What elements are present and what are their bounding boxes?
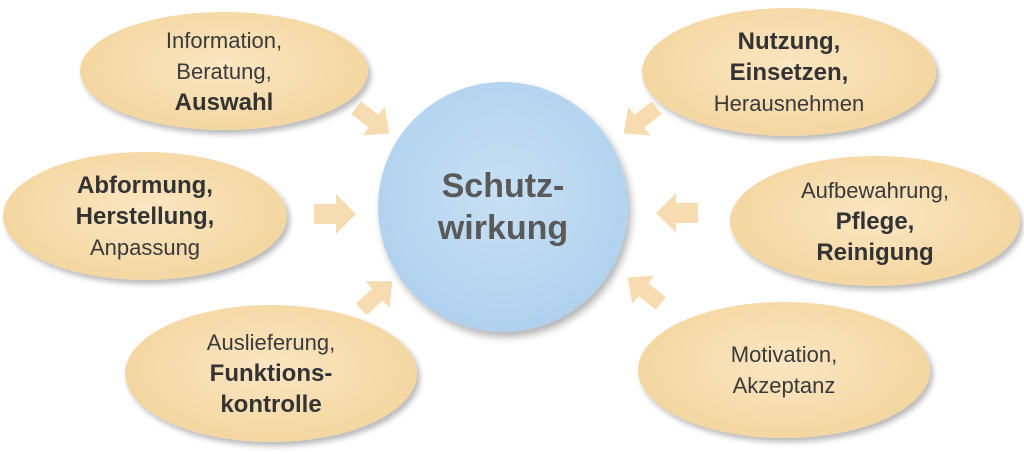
center-label-line: Schutz- xyxy=(441,167,565,205)
bubble-auslieferung: Auslieferung, Funktions- kontrolle xyxy=(125,305,417,442)
bubble-line: Nutzung, xyxy=(737,27,841,55)
arrow-from-nutzung xyxy=(623,101,662,136)
bubble-line: Reinigung xyxy=(816,238,934,266)
center-circle: Schutz- wirkung xyxy=(378,82,628,332)
bubble-line: Abformung, xyxy=(77,171,213,199)
bubble-information: Information, Beratung, Auswahl xyxy=(80,12,368,130)
bubble-line: Information, xyxy=(165,27,283,53)
bubble-line: Herausnehmen xyxy=(713,90,865,116)
arrow-from-aufbewahrung xyxy=(656,193,698,233)
bubble-line: Akzeptanz xyxy=(732,373,836,398)
bubble-line: Auslieferung, xyxy=(206,330,336,355)
bubble-abformung: Abformung, Herstellung, Anpassung xyxy=(3,152,287,280)
bubble-line: Einsetzen, xyxy=(729,58,849,86)
bubble-line: Herstellung, xyxy=(75,202,215,230)
bubble-line: Funktions- xyxy=(209,360,333,387)
bubble-nutzung: Nutzung, Einsetzen, Herausnehmen xyxy=(642,8,936,136)
bubble-motivation: Motivation, Akzeptanz xyxy=(638,302,930,438)
center-label-line: wirkung xyxy=(437,209,569,247)
bubble-line: Aufbewahrung, xyxy=(801,177,949,203)
arrow-from-motivation xyxy=(627,275,666,310)
arrow-from-abformung xyxy=(314,194,356,234)
bubble-aufbewahrung: Aufbewahrung, Pflege, Reinigung xyxy=(730,156,1020,286)
bubble-line: Motivation, xyxy=(730,342,838,367)
bubble-line: Pflege, xyxy=(835,207,915,235)
bubble-line: kontrolle xyxy=(220,391,322,418)
arrow-from-auslieferung xyxy=(355,281,393,316)
bubble-line: Auswahl xyxy=(174,88,274,116)
bubble-line: Anpassung xyxy=(89,234,201,260)
bubble-line: Beratung, xyxy=(176,58,272,84)
arrow-from-information xyxy=(351,101,390,136)
